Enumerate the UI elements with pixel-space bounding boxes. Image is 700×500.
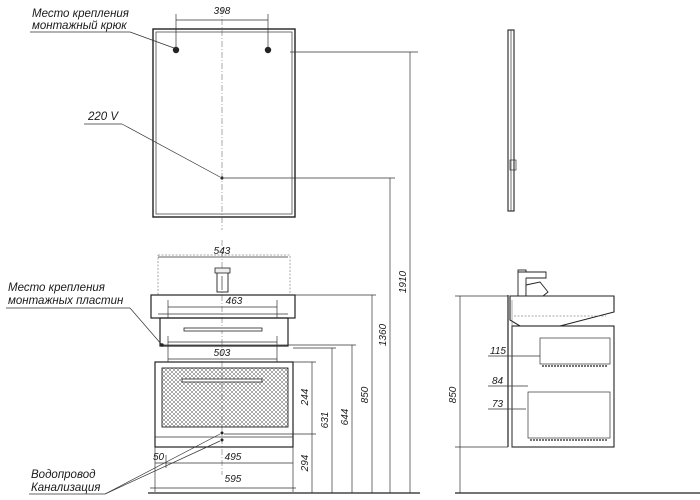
- dim-side-115: 115: [490, 346, 506, 357]
- callout-cabinet-mount-line1: Место крепления: [8, 282, 105, 294]
- callout-utilities: Водопровод Канализация: [29, 433, 221, 495]
- dim-543: 543: [214, 246, 231, 257]
- dim-463: 463: [226, 296, 243, 307]
- callout-power: 220 V: [84, 111, 221, 178]
- dim-side-84: 84: [492, 376, 504, 387]
- dim-595: 595: [225, 474, 242, 485]
- callout-sewage: Канализация: [31, 482, 100, 494]
- dim-850: 850: [360, 386, 371, 403]
- callout-mirror-mount: Место крепления монтажный крюк: [30, 8, 175, 49]
- dim-631: 631: [320, 412, 331, 429]
- callout-mirror-mount-line1: Место крепления: [32, 8, 129, 20]
- dim-503: 503: [214, 348, 231, 359]
- cabinet-front-view: 503 50 495 595: [148, 317, 420, 494]
- lower-drawer-front: [161, 367, 289, 428]
- dim-side-73: 73: [492, 399, 504, 410]
- callout-water-supply: Водопровод: [31, 469, 95, 481]
- dim-1910: 1910: [398, 270, 409, 293]
- dim-644: 644: [340, 408, 351, 425]
- lower-drawer-handle: [181, 378, 263, 383]
- mirror-side-view: [507, 29, 517, 212]
- dim-294: 294: [300, 454, 311, 472]
- mirror-front-view: 398: [152, 6, 296, 230]
- cabinet-side-view: 850 115 84 73: [448, 269, 700, 494]
- faucet: [214, 267, 231, 293]
- upper-drawer-handle: [183, 327, 263, 332]
- callout-mirror-mount-line2: монтажный крюк: [32, 20, 127, 32]
- height-dimensions: 1910 1360 850 644 631 244 294: [160, 51, 418, 493]
- dim-398: 398: [214, 6, 231, 17]
- dim-50: 50: [153, 452, 165, 463]
- dim-1360: 1360: [378, 323, 389, 346]
- basin-front-view: 543 463: [150, 240, 296, 475]
- dim-244: 244: [300, 388, 311, 406]
- callout-cabinet-mount: Место крепления монтажных пластин: [6, 282, 164, 347]
- callout-cabinet-mount-line2: монтажных пластин: [8, 295, 124, 307]
- dim-495: 495: [225, 452, 242, 463]
- dim-side-850: 850: [448, 386, 459, 403]
- callout-power-text: 220 V: [87, 111, 119, 123]
